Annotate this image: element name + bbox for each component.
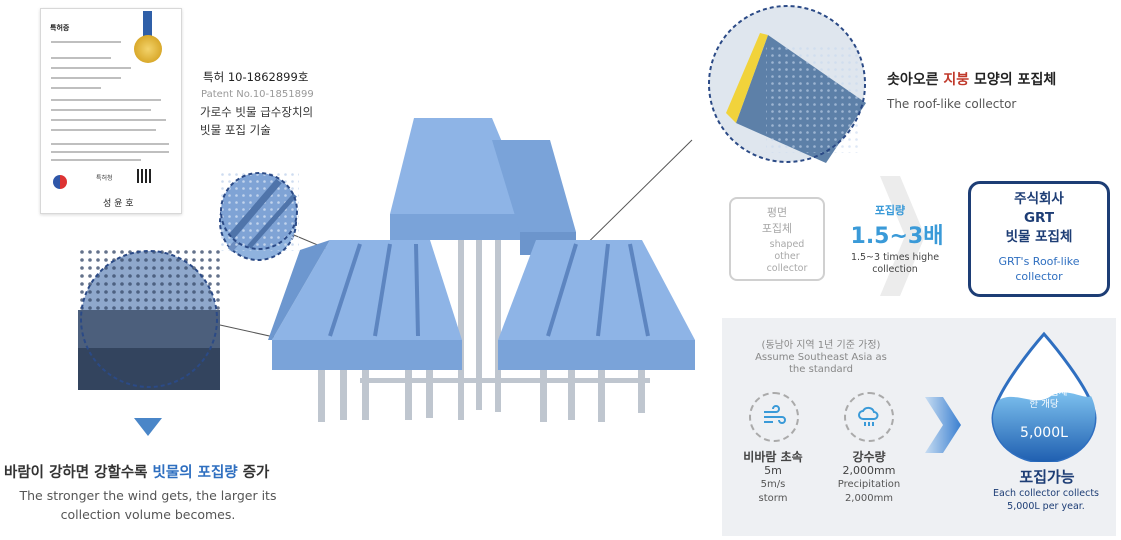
collector-right bbox=[498, 240, 695, 370]
flat-collector-ko: 평면 포집체 bbox=[731, 205, 823, 237]
patent-desc-line2: 빗물 포집 기술 bbox=[200, 123, 271, 137]
wind-stat-value: 5m bbox=[764, 464, 782, 477]
collector-legs bbox=[318, 240, 650, 422]
certificate-line bbox=[51, 99, 161, 101]
roof-title-pre: 솟아오른 bbox=[887, 72, 944, 88]
rain-stat-ko: 강수량 bbox=[852, 450, 886, 464]
collectable-ko: 포집가능 bbox=[1019, 468, 1075, 486]
water-drop-icon bbox=[991, 331, 1097, 462]
rain-stat-value: 2,000mm bbox=[842, 464, 896, 477]
mid-sub-line1: 1.5~3 times highe bbox=[850, 252, 940, 263]
wind-caption-en2: collection volume becomes. bbox=[60, 507, 236, 522]
certificate-title: 특허증 bbox=[50, 24, 70, 32]
grt-collector-en: GRT's Roof-like collector bbox=[971, 254, 1107, 284]
drop-line1: 단독 포집체 bbox=[1020, 387, 1068, 398]
flat-en-line2: other bbox=[774, 251, 800, 262]
certificate-line bbox=[51, 109, 151, 111]
assume-en-line2: the standard bbox=[789, 364, 853, 375]
rain-stat: 강수량 2,000mm Precipitation 2,000mm bbox=[826, 450, 912, 506]
collect-en-line1: Each collector collects bbox=[993, 488, 1099, 499]
assume-ko: (동남아 지역 1년 기준 가정) bbox=[761, 340, 881, 351]
grt-en-line1: GRT's Roof-like bbox=[998, 255, 1080, 268]
wind-caption-pre: 바람이 강하면 강할수록 bbox=[4, 465, 153, 481]
certificate-line bbox=[51, 151, 169, 153]
patent-number-ko: 특허 10-1862899호 bbox=[203, 70, 309, 84]
mid-sub-line2: collection bbox=[872, 264, 918, 275]
patent-desc-line1: 가로수 빗물 급수장치의 bbox=[200, 105, 314, 119]
certificate-line bbox=[51, 57, 111, 59]
korea-emblem-icon bbox=[53, 175, 67, 189]
wind-caption-ko: 바람이 강하면 강할수록 빗물의 포집량 증가 bbox=[4, 461, 269, 482]
collectable-en: Each collector collects 5,000L per year. bbox=[966, 487, 1121, 513]
certificate-line bbox=[51, 67, 131, 69]
wind-stat-en1: 5m/s bbox=[760, 479, 786, 490]
flat-collector-en: shaped other collector bbox=[757, 239, 817, 275]
wind-caption-highlight: 빗물의 포집량 bbox=[152, 465, 238, 481]
certificate-signature: 성 윤 호 bbox=[103, 199, 134, 209]
flat-en-line1: shaped bbox=[769, 239, 805, 250]
flat-ko-line2: 포집체 bbox=[761, 222, 793, 235]
roof-title-post: 모양의 포집체 bbox=[969, 72, 1057, 88]
certificate-line bbox=[51, 87, 101, 89]
collector-top bbox=[390, 118, 576, 255]
assume-en-line1: Assume Southeast Asia as bbox=[755, 352, 887, 363]
roof-detail-callout bbox=[708, 5, 866, 163]
wind-stat: 비바람 초속 5m 5m/s storm bbox=[736, 450, 810, 506]
certificate-line bbox=[51, 143, 169, 145]
grt-ko-line3: 빗물 포집체 bbox=[1005, 229, 1073, 245]
certificate-org: 특허청 bbox=[96, 175, 113, 182]
flat-ko-line1: 평면 bbox=[766, 206, 788, 219]
wind-stat-en2: storm bbox=[758, 493, 788, 504]
patent-description: 가로수 빗물 급수장치의 빗물 포집 기술 bbox=[200, 103, 313, 139]
flat-en-line3: collector bbox=[766, 263, 808, 274]
grt-ko-line2: GRT bbox=[1023, 210, 1055, 226]
certificate-line bbox=[51, 41, 121, 43]
certificate-seal-icon bbox=[134, 35, 162, 63]
collector-left bbox=[268, 240, 462, 370]
roof-collector-title: 솟아오른 지붕 모양의 포집체 bbox=[887, 69, 1056, 89]
assumption-text: (동남아 지역 1년 기준 가정) Assume Southeast Asia … bbox=[736, 340, 906, 376]
wind-caption-post: 증가 bbox=[237, 465, 270, 481]
collection-amount-label: 포집량 bbox=[874, 204, 906, 217]
drop-caption: 단독 포집체 한 개당 bbox=[995, 387, 1093, 411]
certificate-ribbon bbox=[143, 11, 152, 37]
collection-amount-value: 1.5~3배 bbox=[850, 224, 944, 249]
patent-certificate-image: 특허증 특허청 성 윤 호 bbox=[40, 8, 182, 214]
interior-detail-callout bbox=[78, 248, 220, 390]
wind-icon bbox=[749, 392, 799, 442]
drop-line2: 한 개당 bbox=[1029, 399, 1059, 410]
certificate-line bbox=[51, 77, 121, 79]
rain-stat-en2: 2,000mm bbox=[844, 493, 894, 504]
grt-collector-ko: 주식회사 GRT 빗물 포집체 bbox=[971, 190, 1107, 247]
collect-en-line2: 5,000L per year. bbox=[1007, 501, 1085, 512]
grt-collector-box: 주식회사 GRT 빗물 포집체 GRT's Roof-like collecto… bbox=[968, 181, 1110, 297]
roof-collector-illustration bbox=[219, 118, 695, 422]
roof-title-highlight: 지붕 bbox=[943, 72, 970, 88]
down-triangle-icon bbox=[134, 418, 162, 436]
wind-stat-ko: 비바람 초속 bbox=[743, 450, 803, 464]
drop-value: 5,000L bbox=[1020, 425, 1068, 441]
flat-collector-box: 평면 포집체 shaped other collector bbox=[729, 197, 825, 281]
certificate-line bbox=[51, 159, 141, 161]
rain-cloud-icon bbox=[844, 392, 894, 442]
grt-ko-line1: 주식회사 bbox=[1014, 191, 1064, 207]
certificate-line bbox=[51, 119, 166, 121]
collection-amount-sub: 1.5~3 times highe collection bbox=[840, 252, 950, 276]
arrow-right-icon bbox=[925, 397, 961, 453]
chevron-background-icon bbox=[880, 176, 925, 296]
wind-caption-en: The stronger the wind gets, the larger i… bbox=[0, 486, 296, 524]
certificate-line bbox=[51, 129, 156, 131]
grt-en-line2: collector bbox=[1015, 270, 1063, 283]
roof-collector-subtitle: The roof-like collector bbox=[887, 97, 1017, 111]
patent-number-en: Patent No.10-1851899 bbox=[201, 89, 314, 100]
qr-code-icon bbox=[137, 169, 151, 183]
wind-caption-en1: The stronger the wind gets, the larger i… bbox=[19, 488, 277, 503]
rain-stat-en1: Precipitation bbox=[837, 479, 901, 490]
perforation-detail-callout bbox=[219, 171, 299, 251]
